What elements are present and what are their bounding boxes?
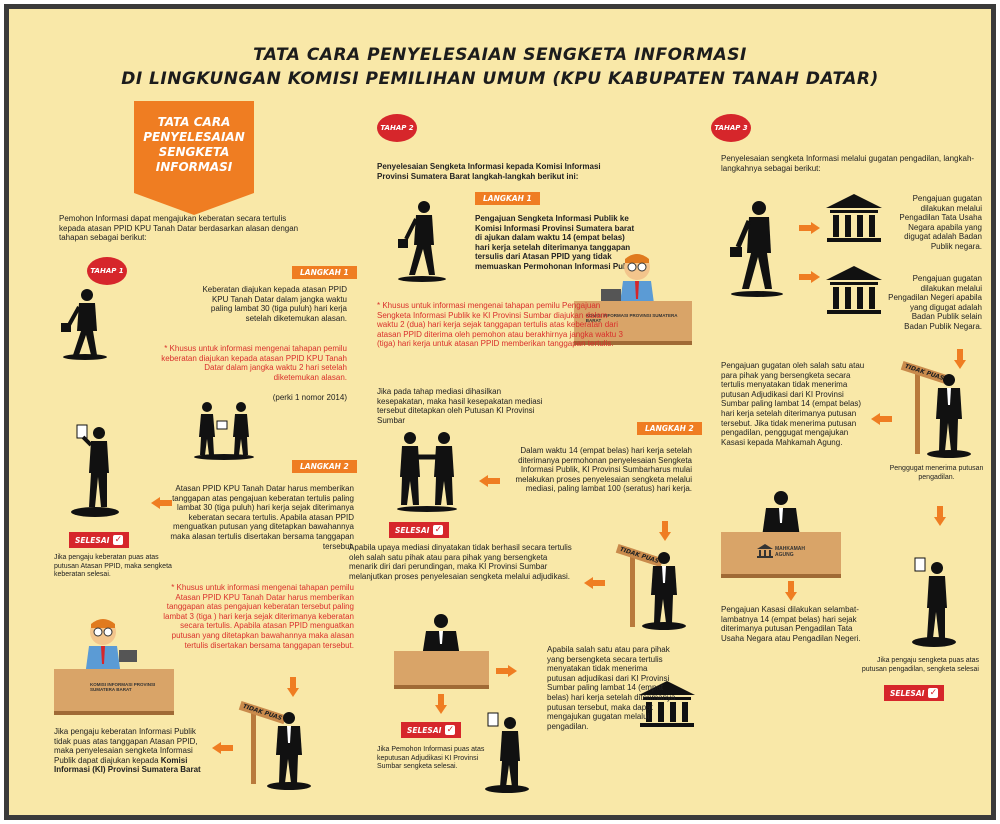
step-2-badge: LANGKAH 2: [292, 460, 357, 473]
officer-cartoon-icon: [601, 254, 655, 311]
courthouse-icon: [639, 681, 695, 727]
selesai-label: SELESAI: [75, 535, 110, 545]
courthouse-icon: [826, 194, 882, 242]
walking-man-icon: [398, 201, 446, 282]
selesai-badge-2: SELESAI✓: [389, 522, 450, 538]
col2-gugatan-text: Apabila salah satu atau para pihak yang …: [547, 645, 676, 731]
selesai-label: SELESAI: [890, 688, 925, 698]
selesai-label: SELESAI: [395, 525, 430, 535]
arrow-left: [479, 475, 501, 487]
col3-intro: Penyelesaian sengketa Informasi melalui …: [721, 154, 975, 173]
courthouse-icon: [757, 544, 773, 558]
desk-label: KOMISI INFORMASI PROVINSI SUMATERA BARAT: [90, 681, 156, 692]
col1-step2-note: * Khusus untuk informasi mengenai tahapa…: [163, 583, 354, 650]
step-1-badge: LANGKAH 1: [292, 266, 357, 279]
arrow-right: [496, 665, 518, 677]
col1-final-text: Jika pengaju keberatan Informasi Publik …: [54, 727, 214, 775]
arrow-left: [871, 413, 893, 425]
man-reading-icon: [485, 712, 529, 793]
selesai-label: SELESAI: [407, 725, 442, 735]
desk-label: MAHKAMAH AGUNG: [775, 546, 805, 558]
col3-kasasi-text: Pengajuan gugatan oleh salah satu atau p…: [721, 361, 865, 447]
col3-pn-text: Pengajuan gugatan dilakukan melalui Peng…: [888, 274, 982, 331]
arrow-down: [934, 506, 946, 526]
col2-step1-text: Pengajuan Sengketa Informasi Publik ke K…: [475, 214, 637, 271]
arrow-right: [799, 222, 821, 234]
step-2-badge-col2: LANGKAH 2: [637, 422, 702, 435]
selesai-badge-3: SELESAI✓: [401, 722, 462, 738]
tidak-puas-sign-2: TIDAK PUAS: [614, 544, 663, 627]
col3-selesai-caption: Jika pengaju sengketa puas atas putusan …: [861, 657, 979, 673]
officer-cartoon-icon: [85, 619, 137, 676]
check-icon: ✓: [928, 688, 939, 698]
man-reading-icon: [71, 424, 119, 517]
check-icon: ✓: [113, 535, 124, 545]
desk-label: KOMISI INFORMASI PROVINSI SUMATERA BARAT: [585, 313, 678, 323]
arrow-down: [287, 677, 299, 697]
sign-post: [251, 710, 256, 784]
col1-final-bold: Komisi Informasi (KI) Provinsi Sumatera …: [54, 755, 201, 775]
walking-man-icon: [730, 201, 783, 297]
infographic-frame: TATA CARA PENYELESAIAN SENGKETA INFORMAS…: [4, 4, 996, 820]
banner-line: PENYELESAIAN: [143, 130, 245, 144]
stage-1-badge: TAHAP 1: [87, 257, 127, 285]
arrow-right: [799, 271, 821, 283]
courthouse-icon: [826, 266, 882, 314]
col2-adjudikasi-text: Apabila upaya mediasi dinyatakan tidak b…: [349, 543, 572, 581]
col1-step2-text: Atasan PPID KPU Tanah Datar harus member…: [170, 484, 354, 551]
col1-final-body: Jika pengaju keberatan Informasi Publik …: [54, 727, 198, 765]
tidak-puas-sign-3: TIDAK PUAS: [899, 361, 948, 454]
tidak-puas-sign-1: TIDAK PUAS: [237, 701, 286, 784]
walking-man-icon: [61, 289, 107, 360]
title-line-1: TATA CARA PENYELESAIAN SENGKETA INFORMAS…: [253, 45, 747, 65]
col2-step2-text: Dalam waktu 14 (empat belas) hari kerja …: [515, 446, 692, 494]
arrow-down: [785, 581, 797, 601]
banner-tip: [134, 193, 254, 215]
col2-intro: Penyelesaian Sengketa Informasi kepada K…: [377, 162, 601, 181]
col1-step1-ref: (perki 1 nomor 2014): [272, 393, 347, 402]
col2-step1-note: * Khusus untuk informasi mengenai tahapa…: [377, 301, 623, 349]
judge-icon: [422, 614, 460, 657]
selesai-badge-1: SELESAI✓: [69, 532, 130, 548]
col3-ptun-text: Pengajuan gugatan dilakukan melalui Peng…: [899, 194, 982, 251]
col1-step1-text: Keberatan diajukan kepada atasan PPID KP…: [202, 285, 347, 323]
sign-post: [915, 372, 920, 454]
arrow-down: [435, 694, 447, 714]
sign-post: [630, 555, 635, 627]
desk-ki-sumbar-2: KOMISI INFORMASI PROVINSI SUMATERA BARAT: [574, 301, 692, 345]
col2-selesai-caption: Jika Pemohon Informasi puas atas keputus…: [377, 746, 485, 770]
col1-selesai-caption: Jika pengaju keberatan puas atas putusan…: [54, 554, 172, 578]
desk-mahkamah-agung: MAHKAMAH AGUNG: [721, 532, 841, 578]
man-reading-icon: [912, 557, 956, 647]
arrow-down: [954, 349, 966, 369]
arrow-down: [659, 521, 671, 541]
stage-2-badge: TAHAP 2: [377, 114, 417, 142]
intro-text: Pemohon Informasi dapat mengajukan keber…: [59, 214, 299, 243]
step-1-badge-col2: LANGKAH 1: [475, 192, 540, 205]
dissatisfied-man-icon: [927, 374, 971, 458]
check-icon: ✓: [445, 725, 456, 735]
banner-line: INFORMASI: [155, 160, 233, 174]
banner-line: TATA CARA: [157, 115, 231, 129]
judge-icon: [762, 491, 800, 537]
banner: TATA CARA PENYELESAIAN SENGKETA INFORMAS…: [134, 101, 254, 193]
title-line-2: DI LINGKUNGAN KOMISI PEMILIHAN UMUM (KPU…: [121, 69, 879, 89]
selesai-badge-4: SELESAI✓: [884, 685, 945, 701]
col1-step1-note: * Khusus untuk informasi mengenai tahapa…: [161, 344, 347, 382]
col3-kasasi2-text: Pengajuan Kasasi dilakukan selambat-lamb…: [721, 605, 861, 643]
arrow-left: [151, 497, 173, 509]
stage-3-badge: TAHAP 3: [711, 114, 751, 142]
banner-line: SENGKETA: [158, 145, 230, 159]
dissatisfied-man-icon: [267, 712, 311, 790]
dissatisfied-man-icon: [642, 552, 686, 630]
arrow-left: [584, 577, 606, 589]
col3-penggugat-caption: Penggugat menerima putusan pengadilan.: [889, 465, 984, 481]
desk-adjudikasi: [394, 651, 489, 689]
arrow-left: [212, 742, 234, 754]
col2-mediasi-text: Jika pada tahap mediasi dihasilkan kesep…: [377, 387, 543, 425]
desk-ki-sumbar-1: KOMISI INFORMASI PROVINSI SUMATERA BARAT: [54, 669, 174, 715]
handshake-icon: [397, 432, 457, 512]
meeting-people-icon: [194, 402, 254, 460]
check-icon: ✓: [433, 525, 444, 535]
